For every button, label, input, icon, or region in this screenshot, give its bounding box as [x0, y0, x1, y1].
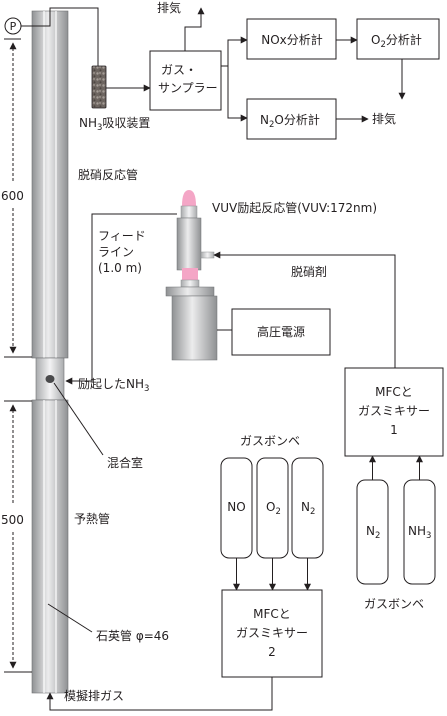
cyl-no-label: NO [227, 500, 245, 514]
o2-analyzer-box: O2分析計 [356, 18, 440, 60]
denitration-reaction-tube [31, 10, 69, 359]
vuv-reactor-label: VUV励起反応管(VUV:172nm) [212, 200, 377, 215]
cyl-o2-label: O2 [266, 500, 281, 517]
o2-analyzer-label: O2分析計 [371, 32, 422, 50]
preheating-tube [31, 399, 69, 694]
gas-sampler-line1: ガス・ [161, 63, 197, 77]
exhaust-right-label: 排気 [372, 111, 396, 126]
mfc1-line2: ガスミキサー [358, 404, 430, 418]
preheat-tube-label: 予熱管 [74, 511, 110, 526]
gas-sampler-box: ガス・ サンプラー [149, 50, 222, 111]
hv-power-label: 高圧電源 [257, 324, 305, 339]
mixing-chamber [35, 357, 65, 401]
cylinder-o2: O2 [256, 457, 289, 559]
cylinder-n2-right: N2 [356, 479, 389, 585]
dimension-500: 500 [1, 400, 32, 673]
nox-analyzer-box: NOx分析計 [246, 18, 337, 60]
vuv-excitation-reactor [165, 190, 218, 361]
nh3-absorber [91, 60, 107, 109]
n2o-analyzer-label: N2O分析計 [260, 112, 320, 130]
denitration-tube-label: 脱硝反応管 [78, 167, 138, 182]
mfc2-line2: ガスミキサー [236, 626, 308, 640]
dim-600-label: 600 [1, 189, 24, 203]
nox-analyzer-label: NOx分析計 [261, 32, 323, 47]
nh3-absorber-label: NH3吸収装置 [79, 116, 150, 133]
gas-sampler-line2: サンプラー [158, 81, 218, 95]
quartz-tube-label: 石英管 φ=46 [96, 628, 169, 643]
feed-line-label-3: (1.0 m) [98, 261, 142, 275]
gas-cylinder-label-right: ガスボンベ [364, 597, 424, 611]
cylinder-no: NO [220, 457, 253, 559]
excited-nh3-label: 励起したNH3 [78, 377, 149, 394]
mfc2-line1: MFCと [253, 607, 291, 621]
mfc1-line3: 1 [390, 423, 398, 437]
cyl-n2-label: N2 [301, 500, 315, 517]
feed-line-label-1: フィード [98, 229, 146, 243]
simulated-exhaust-label: 模擬排ガス [64, 688, 124, 703]
mfc-gas-mixer-1-box: MFCと ガスミキサー 1 [344, 367, 444, 457]
cyl2-nh3-label: NH3 [408, 524, 431, 541]
gas-cylinder-label-top: ガスボンベ [240, 434, 300, 448]
feed-line-label-2: ライン [98, 245, 134, 259]
pump-symbol: P [4, 17, 22, 35]
mfc-gas-mixer-2-box: MFCと ガスミキサー 2 [221, 589, 323, 678]
cylinder-nh3-right: NH3 [403, 479, 436, 585]
n2o-analyzer-box: N2O分析計 [246, 98, 337, 140]
dimension-600: 600 [1, 38, 32, 358]
denitration-agent-label: 脱硝剤 [291, 264, 327, 279]
mfc1-line1: MFCと [375, 385, 413, 399]
dim-500-label: 500 [1, 513, 24, 527]
mfc2-line3: 2 [268, 645, 276, 659]
exhaust-top-label: 排気 [157, 0, 181, 15]
mixing-chamber-label: 混合室 [107, 455, 143, 470]
cyl2-n2-label: N2 [366, 524, 380, 541]
pump-label: P [10, 20, 17, 33]
high-voltage-power-box: 高圧電源 [231, 308, 331, 356]
cylinder-n2: N2 [291, 457, 324, 559]
